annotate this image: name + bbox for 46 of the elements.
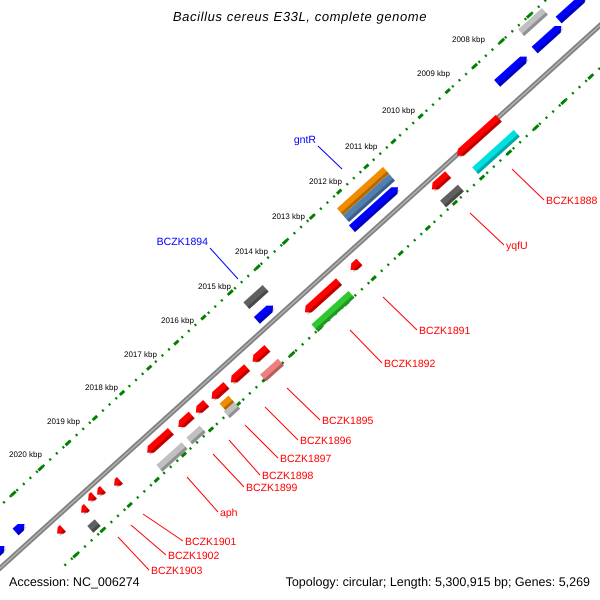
gene-label: BCZK1896 — [300, 435, 352, 448]
position-tick-label: 2016 kbp — [161, 316, 194, 326]
position-tick-label: 2019 kbp — [47, 417, 80, 427]
position-tick-label: 2008 kbp — [452, 35, 485, 45]
position-tick-label: 2014 kbp — [235, 247, 268, 257]
position-tick-label: 2013 kbp — [272, 212, 305, 222]
position-tick-label: 2010 kbp — [382, 106, 415, 116]
leader-line — [350, 330, 382, 364]
gene-label: gntR — [294, 134, 316, 147]
gene-label: BCZK1895 — [322, 415, 374, 428]
leader-line — [286, 388, 320, 420]
position-tick-label: 2011 kbp — [345, 142, 378, 152]
gene-label: BCZK1891 — [419, 325, 470, 338]
gene-label: yqfU — [506, 240, 528, 253]
gene-label: BCZK1897 — [280, 453, 332, 466]
gene-label: BCZK1902 — [168, 550, 220, 563]
leader-line — [228, 440, 260, 476]
position-tick-label: 2012 kbp — [309, 177, 342, 187]
leader-line — [318, 146, 342, 170]
position-tick-label: 2009 kbp — [417, 69, 450, 79]
leader-line — [142, 514, 184, 542]
diagram-title: Bacillus cereus E33L, complete genome — [172, 9, 428, 25]
gene-label: BCZK1892 — [384, 358, 436, 371]
leader-line — [118, 536, 150, 570]
gene-label: BCZK1894 — [156, 236, 208, 249]
leader-line — [264, 406, 298, 440]
leader-line — [210, 248, 238, 280]
leader-line — [244, 424, 278, 458]
leader-line — [212, 454, 244, 488]
gene-label: BCZK1888 — [546, 195, 598, 208]
leader-line — [186, 476, 218, 512]
leader-line — [470, 212, 504, 246]
gene-label: BCZK1898 — [262, 470, 314, 483]
gene-label: BCZK1901 — [185, 536, 236, 549]
position-tick-label: 2017 kbp — [124, 350, 157, 360]
leader-line — [130, 524, 166, 556]
leader-line — [382, 296, 418, 330]
position-tick-label: 2015 kbp — [198, 282, 231, 292]
gene-label: BCZK1899 — [246, 482, 298, 495]
gene-label: aph — [220, 507, 238, 520]
accession-text: Accession: NC_006274 — [9, 574, 140, 590]
genome-info-text: Topology: circular; Length: 5,300,915 bp; Genes: 5,269 — [286, 574, 590, 590]
position-tick-label: 2018 kbp — [85, 383, 118, 393]
gene-label: BCZK1903 — [151, 565, 202, 578]
position-tick-label: 2020 kbp — [9, 450, 42, 460]
leader-line — [512, 168, 544, 200]
